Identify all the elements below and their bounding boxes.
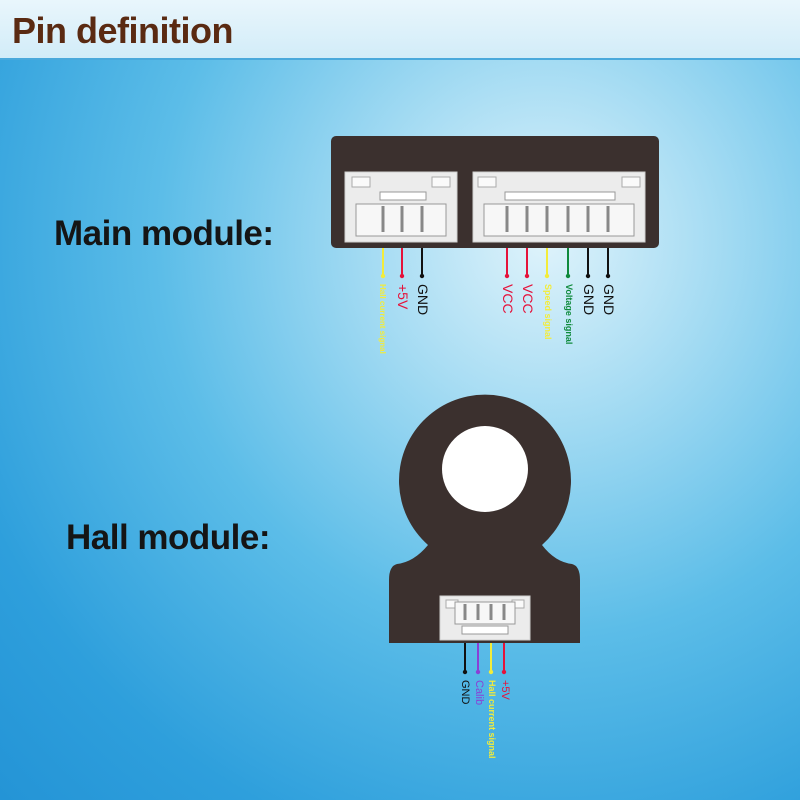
pin-label-vcc: VCC bbox=[520, 284, 536, 314]
hall-pin-label-hall-current-signal: Hall current signal bbox=[487, 680, 497, 759]
pin-label-gnd: GND bbox=[415, 284, 431, 316]
main-module-label: Main module: bbox=[54, 214, 274, 253]
header-bar: Pin definition bbox=[0, 0, 800, 60]
hall-connector bbox=[439, 595, 531, 641]
hall-module-wires bbox=[462, 643, 507, 675]
main-right-connector bbox=[472, 171, 646, 243]
hall-pin-label-gnd: GND bbox=[459, 680, 471, 705]
pin-label-5v: +5V bbox=[395, 284, 411, 310]
main-module-board bbox=[331, 136, 659, 248]
hall-module-board bbox=[389, 394, 580, 643]
pin-label-gnd: GND bbox=[601, 284, 617, 316]
hall-pin-label-calib: Calib bbox=[473, 680, 485, 706]
pin-label-voltage-signal: Voltage signal bbox=[564, 284, 574, 345]
page-title: Pin definition bbox=[12, 10, 233, 51]
main-left-connector bbox=[344, 171, 458, 243]
pin-label-vcc: VCC bbox=[500, 284, 516, 314]
hall-sensor-hole bbox=[442, 426, 528, 512]
hall-pin-label-5v: +5V bbox=[499, 680, 511, 700]
pin-label-gnd: GND bbox=[581, 284, 597, 316]
main-module-wires bbox=[380, 248, 611, 279]
hall-module-label: Hall module: bbox=[66, 518, 271, 557]
pin-label-speed-signal: Speed signal bbox=[543, 284, 553, 340]
pin-label-hall-current-signal: Hall current signal bbox=[378, 284, 387, 354]
